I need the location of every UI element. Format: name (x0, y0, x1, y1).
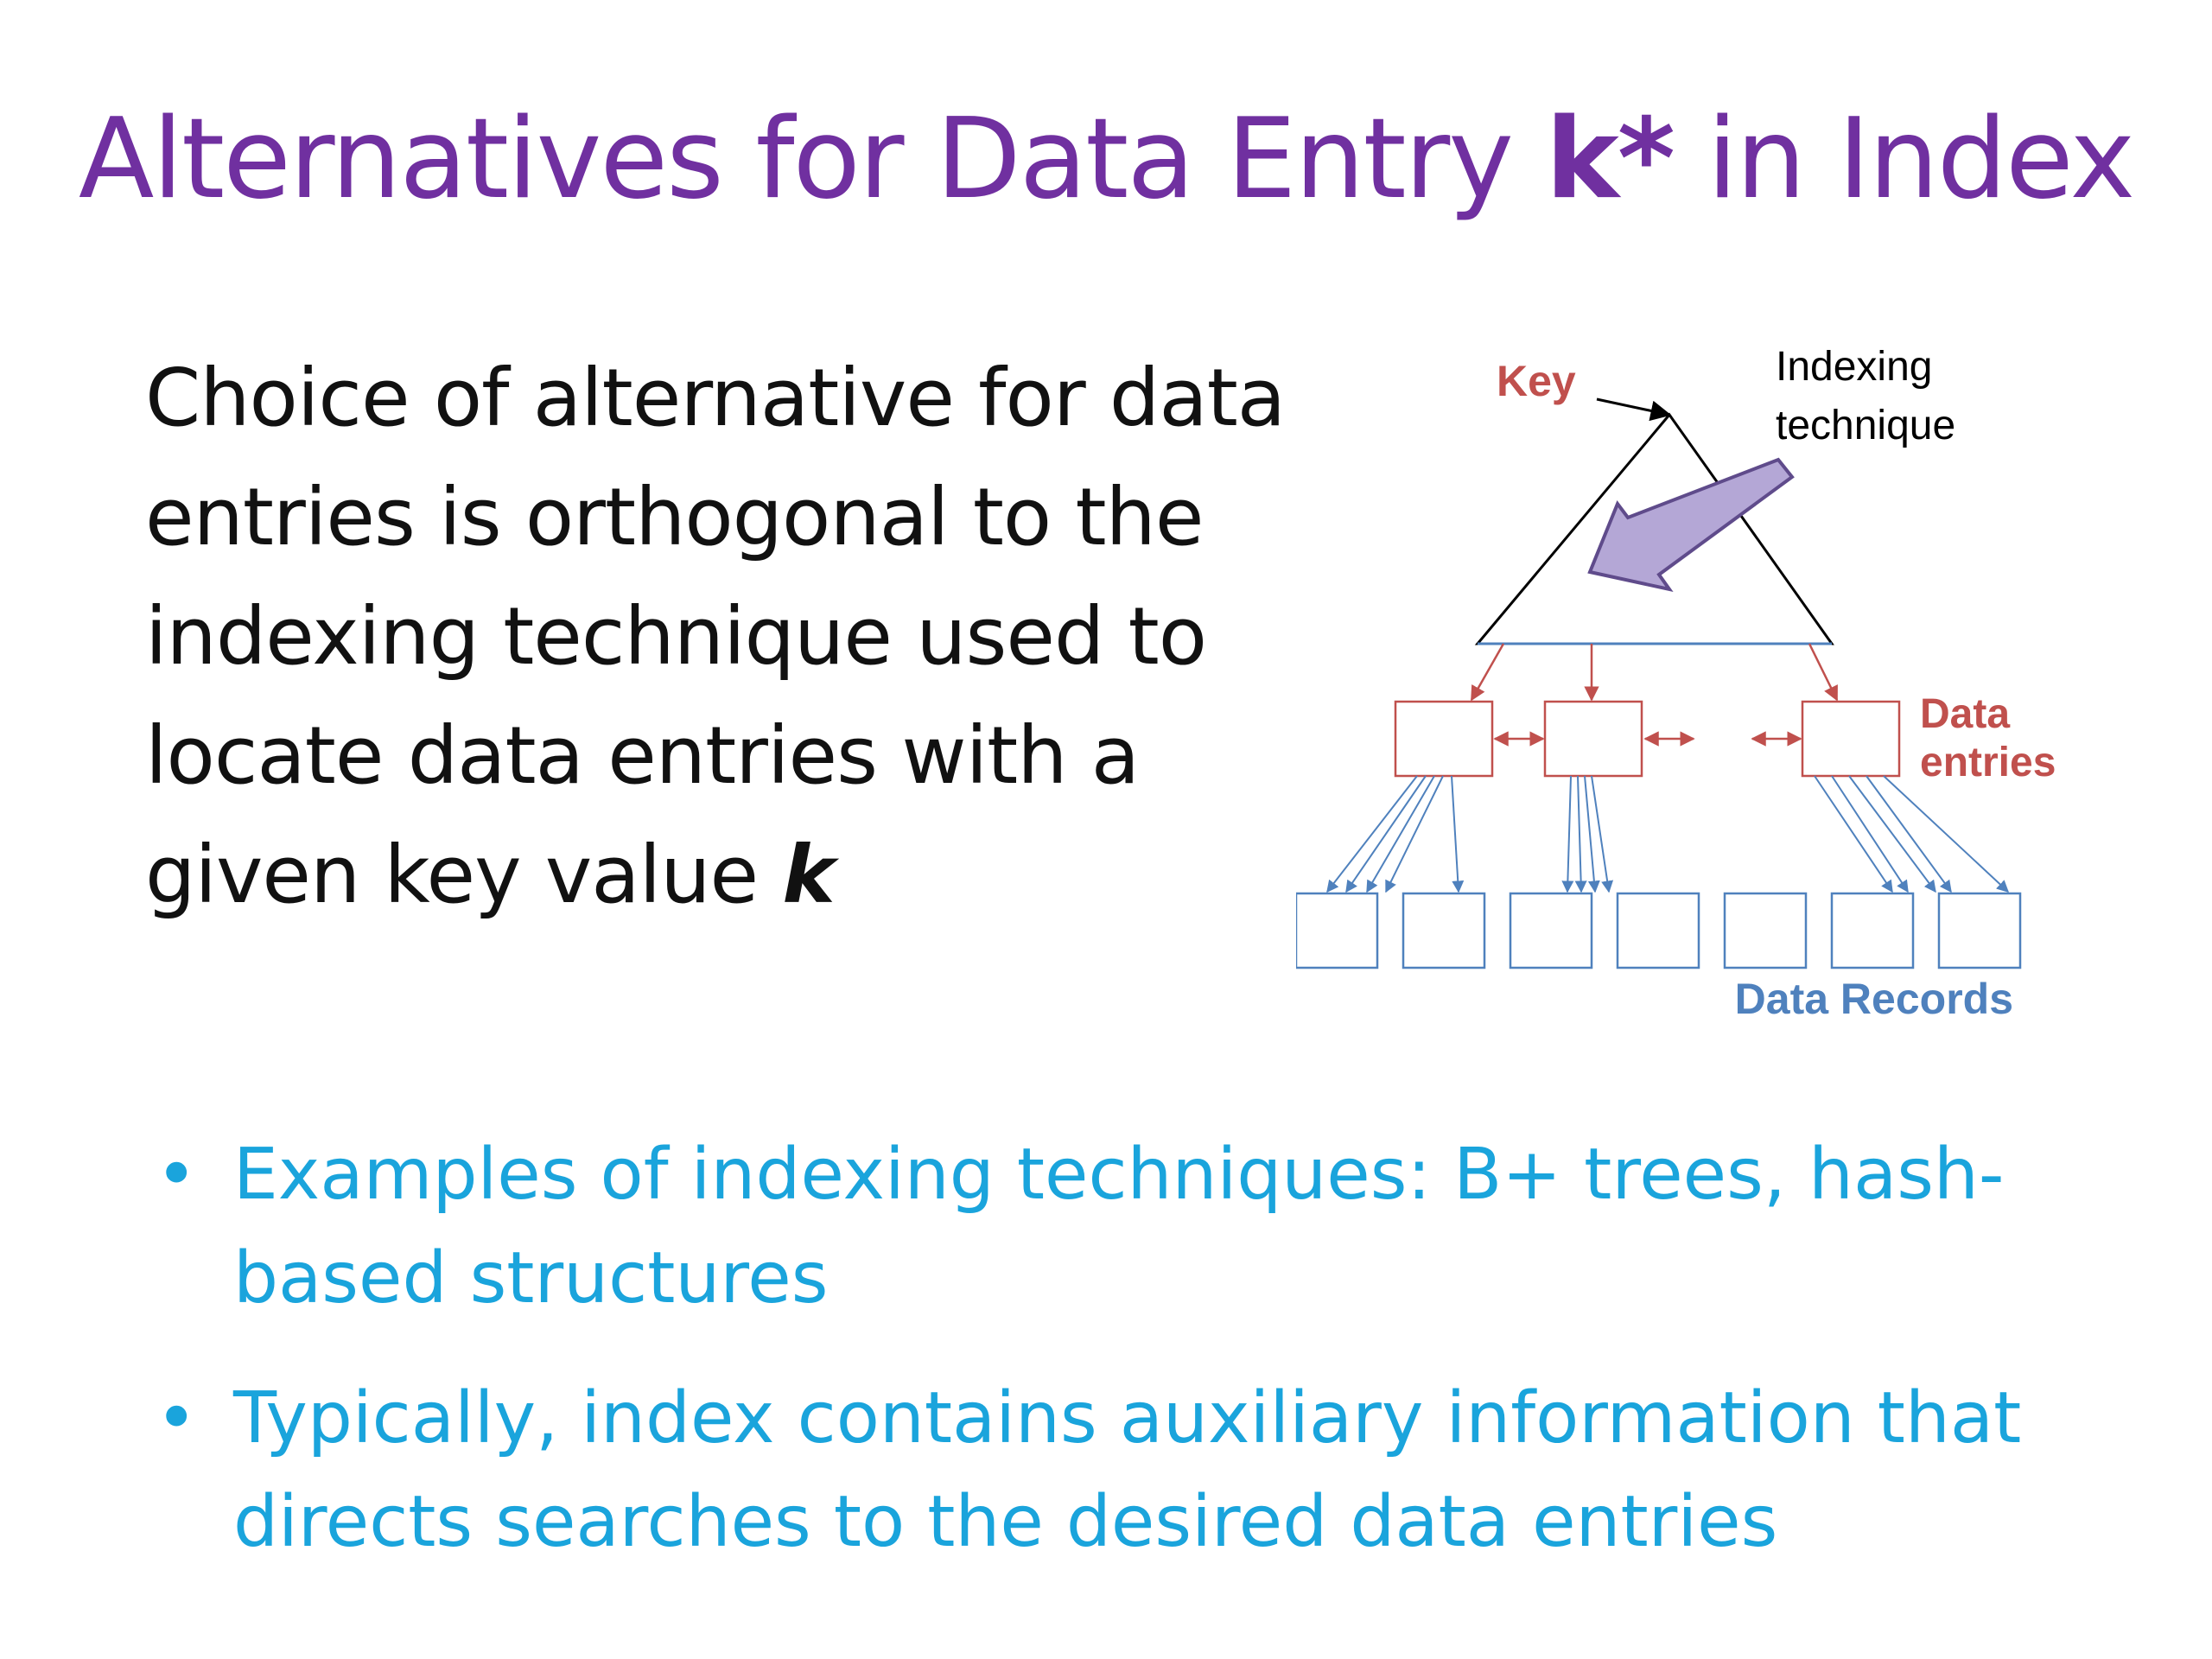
entry-to-record-arrow (1814, 775, 1893, 893)
data-entries-label-line1: Data (1920, 691, 2010, 737)
body-line-text: given key value (145, 829, 783, 921)
bullet-item: • Typically, index contains auxiliary in… (156, 1367, 2108, 1574)
bullet-dot-icon: • (156, 1134, 198, 1216)
entry-to-record-arrow (1883, 775, 2010, 893)
entry-to-record-arrow (1584, 775, 1600, 893)
title-suffix: in Index (1673, 95, 2135, 224)
data-record-box (1830, 892, 1915, 969)
bullet-dot-icon: • (156, 1377, 198, 1459)
entry-to-record-arrow (1848, 775, 1936, 893)
key-label: Key (1497, 357, 1576, 405)
entry-to-record-arrow (1831, 775, 1909, 893)
bullet-line: Typically, index contains auxiliary info… (233, 1377, 2022, 1459)
data-record-box (1509, 892, 1593, 969)
key-pointer-line (1596, 397, 1672, 422)
title-bold-k-star: k* (1545, 95, 1675, 224)
data-entry-box (1543, 700, 1643, 778)
bullet-line: based structures (233, 1237, 829, 1319)
bullet-item: • Examples of indexing techniques: B+ tr… (156, 1123, 2108, 1331)
indexing-technique-label-line2: technique (1776, 403, 1955, 448)
body-line: entries is orthogonal to the (145, 471, 1204, 563)
data-record-box (1402, 892, 1486, 969)
data-entry-box (1801, 700, 1901, 778)
data-record-box (1937, 892, 2022, 969)
tree-to-entry-arrow (1470, 643, 1505, 702)
data-record-box (1616, 892, 1700, 969)
data-entries-label-line2: entries (1920, 740, 2056, 785)
entry-to-record-arrow (1561, 775, 1574, 893)
data-record-box (1296, 892, 1379, 969)
entry-to-record-arrow (1345, 775, 1427, 893)
slide-title: Alternatives for Data Entry k* in Index (0, 95, 2212, 224)
entry-to-record-arrow (1366, 775, 1435, 893)
bullet-list: • Examples of indexing techniques: B+ tr… (156, 1123, 2108, 1611)
data-record-box (1723, 892, 1808, 969)
entry-to-record-arrow (1866, 775, 1952, 893)
tree-to-entry-arrow (1808, 643, 1839, 702)
indexing-arrow-icon (1587, 457, 1795, 593)
entry-to-record-arrow (1326, 775, 1418, 893)
entry-to-record-arrow (1451, 775, 1465, 893)
bullet-line: Examples of indexing techniques: B+ tree… (233, 1134, 2005, 1216)
entry-to-record-arrow (1574, 775, 1587, 893)
body-key-k: k (782, 829, 835, 921)
index-diagram: Key Indexing technique Data entries Data… (1296, 344, 2056, 1023)
title-text: Alternatives for Data Entry (78, 95, 1546, 224)
bullet-line: directs searches to the desired data ent… (233, 1481, 1778, 1563)
data-records-label: Data Records (1735, 975, 2013, 1023)
body-line: Choice of alternative for data (145, 352, 1286, 444)
body-line: given key value k (145, 816, 1338, 935)
entry-to-record-arrow (1591, 775, 1614, 893)
body-line: indexing technique used to (145, 590, 1207, 683)
entry-to-record-arrow (1385, 775, 1444, 893)
data-entry-box (1394, 700, 1494, 778)
indexing-technique-label-line1: Indexing (1776, 344, 1932, 390)
body-paragraph: Choice of alternative for data entries i… (145, 339, 1338, 935)
body-line: locate data entries with a (145, 709, 1140, 802)
